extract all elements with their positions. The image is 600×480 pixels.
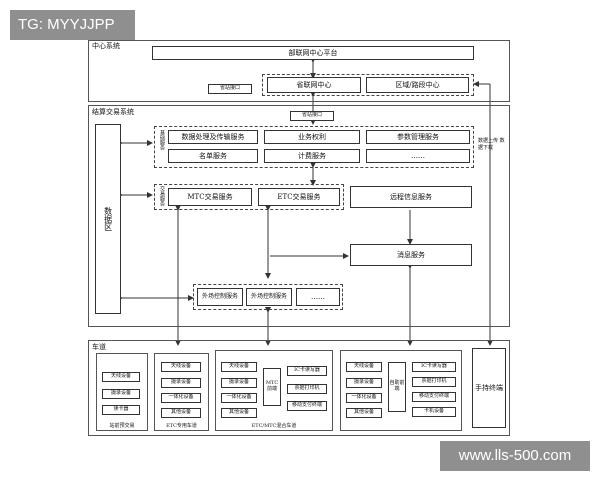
self-frontend-box: 自助前端 bbox=[388, 362, 406, 412]
g1-item-1: 天线设备 bbox=[102, 372, 140, 382]
g4-left-2: 摄录设备 bbox=[346, 378, 382, 388]
mtc-frontend-box: MTC前端 bbox=[263, 368, 281, 406]
g2-item-2: 摄录设备 bbox=[161, 378, 201, 388]
region-center-box: 区域/路段中心 bbox=[366, 77, 469, 93]
g4-right-2: 票据打印机 bbox=[412, 377, 456, 387]
base-service-6: …… bbox=[366, 149, 470, 163]
province-center-box: 省联网中心 bbox=[267, 77, 361, 93]
lane-label: 车道 bbox=[92, 343, 106, 351]
g3-left-4: 其他设备 bbox=[221, 408, 257, 418]
g1-item-3: 读卡器 bbox=[102, 405, 140, 415]
g4-left-4: 其他设备 bbox=[346, 408, 382, 418]
etc-lane-group bbox=[154, 353, 209, 431]
watermark-bottom-right: www.lls-500.com bbox=[440, 441, 590, 471]
base-service-4: 名单服务 bbox=[168, 149, 258, 163]
ministry-platform-box: 部联网中心平台 bbox=[152, 46, 474, 60]
trade-services-label: 交易服务 bbox=[159, 186, 165, 206]
upload-interface-box: 省站接口 bbox=[208, 84, 252, 94]
g4-left-1: 天线设备 bbox=[346, 362, 382, 372]
pre-trade-group bbox=[96, 353, 148, 431]
g4-right-1: IC卡读写器 bbox=[412, 362, 456, 372]
center-group bbox=[262, 74, 474, 96]
g4-right-4: 卡机设备 bbox=[412, 407, 456, 417]
center-system-label: 中心系统 bbox=[92, 42, 120, 50]
base-service-3: 参数管理服务 bbox=[366, 130, 470, 144]
field-control-2: 外场控制服务 bbox=[246, 288, 292, 306]
g3-left-3: 一体化设备 bbox=[221, 393, 257, 403]
field-control-1: 外场控制服务 bbox=[197, 288, 243, 306]
field-control-group bbox=[193, 284, 343, 310]
base-service-2: 业务权利 bbox=[264, 130, 360, 144]
g4-right-3: 移动支付终端 bbox=[412, 392, 456, 402]
g2-item-4: 其他设备 bbox=[161, 408, 201, 418]
g3-label: ETC/MTC混合车道 bbox=[251, 423, 297, 429]
center-system-section bbox=[88, 40, 510, 102]
g3-right-3: 移动支付终端 bbox=[287, 401, 327, 411]
data-transfer-label: 数据上传 数据下载 bbox=[478, 138, 505, 151]
toll-system-section bbox=[88, 105, 510, 327]
base-services-group bbox=[154, 126, 474, 168]
mtc-trade-box: MTC交易服务 bbox=[168, 188, 252, 206]
g3-right-1: IC卡读写器 bbox=[287, 366, 327, 376]
lane-section bbox=[88, 340, 510, 436]
g3-left-1: 天线设备 bbox=[221, 362, 257, 372]
base-service-1: 数据处理及传输服务 bbox=[168, 130, 258, 144]
base-service-5: 计费服务 bbox=[264, 149, 360, 163]
toll-system-label: 结算交易系统 bbox=[92, 108, 134, 116]
remote-info-box: 远程信息服务 bbox=[350, 186, 472, 208]
g2-item-3: 一体化设备 bbox=[161, 393, 201, 403]
g3-right-2: 票据打印机 bbox=[287, 384, 327, 394]
mixed-lane-group bbox=[215, 350, 333, 431]
data-zone-box: 数据区 bbox=[95, 124, 121, 314]
g3-left-2: 摄录设备 bbox=[221, 378, 257, 388]
field-control-3: …… bbox=[296, 288, 340, 306]
g2-label: ETC专用车道 bbox=[166, 423, 197, 429]
g2-item-1: 天线设备 bbox=[161, 362, 201, 372]
etc-trade-box: ETC交易服务 bbox=[258, 188, 340, 206]
base-services-label: 基础服务 bbox=[159, 130, 165, 150]
message-service-box: 消息服务 bbox=[350, 244, 472, 266]
handheld-terminal-box: 手持终端 bbox=[472, 348, 506, 428]
self-service-group bbox=[340, 350, 462, 431]
trade-services-group bbox=[154, 184, 344, 210]
g1-item-2: 摄录设备 bbox=[102, 389, 140, 399]
watermark-top-left: TG: MYYJJPP bbox=[10, 10, 135, 40]
g1-label: 站前预交易 bbox=[109, 423, 135, 429]
g4-left-3: 一体化设备 bbox=[346, 393, 382, 403]
toll-upload-box: 省站接口 bbox=[290, 111, 334, 121]
